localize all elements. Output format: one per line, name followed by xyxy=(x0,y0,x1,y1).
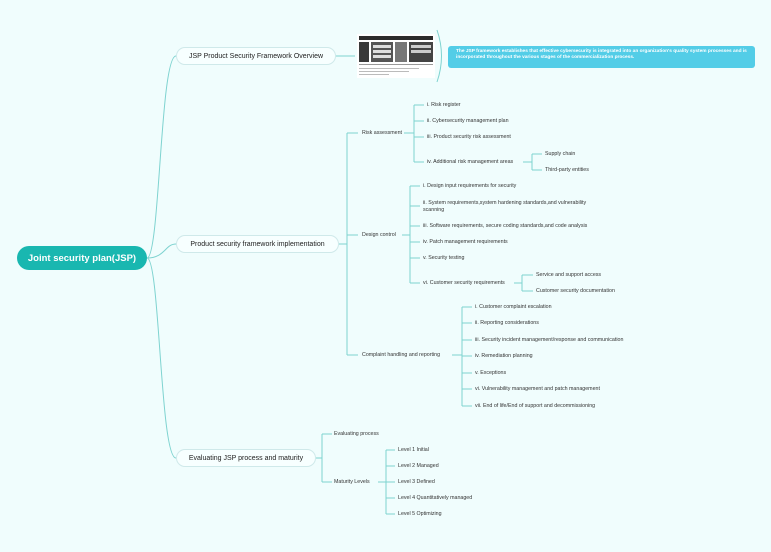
maturity-level[interactable]: Level 4 Quantitatively managed xyxy=(398,495,473,501)
node-maturity-levels[interactable]: Maturity Levels xyxy=(334,479,370,485)
design-subitem[interactable]: Customer security documentation xyxy=(536,288,615,294)
framework-diagram-image xyxy=(357,34,435,78)
risk-item[interactable]: iv. Additional risk management areas xyxy=(427,159,514,165)
design-item[interactable]: vi. Customer security requirements xyxy=(423,280,505,286)
maturity-level[interactable]: Level 5 Optimizing xyxy=(398,511,442,517)
maturity-level[interactable]: Level 3 Defined xyxy=(398,479,435,485)
node-risk-assessment[interactable]: Risk assessment xyxy=(362,130,403,136)
risk-subitem[interactable]: Third-party entities xyxy=(545,167,589,173)
complaint-item[interactable]: ii. Reporting considerations xyxy=(475,320,539,326)
topic-evaluating-jsp[interactable]: Evaluating JSP process and maturity xyxy=(176,449,316,467)
complaint-item[interactable]: iv. Remediation planning xyxy=(475,353,533,359)
risk-item[interactable]: ii. Cybersecurity management plan xyxy=(427,118,509,124)
node-design-control[interactable]: Design control xyxy=(362,232,396,238)
design-item[interactable]: iii. Software requirements, secure codin… xyxy=(423,223,588,229)
maturity-level[interactable]: Level 1 Initial xyxy=(398,447,429,453)
complaint-item[interactable]: vi. Vulnerability management and patch m… xyxy=(475,386,600,392)
complaint-item[interactable]: iii. Security incident management/respon… xyxy=(475,337,624,343)
risk-item[interactable]: i. Risk register xyxy=(427,102,461,108)
design-item[interactable]: v. Security testing xyxy=(423,255,465,261)
design-item[interactable]: iv. Patch management requirements xyxy=(423,239,508,245)
node-complaint-handling[interactable]: Complaint handling and reporting xyxy=(362,352,441,358)
design-item[interactable]: ii. System requirements,system hardening… xyxy=(423,200,587,213)
complaint-item[interactable]: vii. End of life/End of support and deco… xyxy=(475,403,596,409)
node-evaluating-process[interactable]: Evaluating process xyxy=(334,431,379,437)
design-item[interactable]: i. Design input requirements for securit… xyxy=(423,183,517,189)
topic-framework-overview[interactable]: JSP Product Security Framework Overview xyxy=(176,47,336,65)
complaint-item[interactable]: i. Customer complaint escalation xyxy=(475,304,552,310)
topic-framework-implementation[interactable]: Product security framework implementatio… xyxy=(176,235,339,253)
risk-subitem[interactable]: Supply chain xyxy=(545,151,576,157)
design-subitem[interactable]: Service and support access xyxy=(536,272,602,278)
complaint-item[interactable]: v. Exceptions xyxy=(475,370,507,376)
root-topic[interactable]: Joint security plan(JSP) xyxy=(17,246,147,270)
maturity-level[interactable]: Level 2 Managed xyxy=(398,463,439,469)
overview-callout: The JSP framework establishes that effec… xyxy=(448,46,755,68)
risk-item[interactable]: iii. Product security risk assessment xyxy=(427,134,511,140)
